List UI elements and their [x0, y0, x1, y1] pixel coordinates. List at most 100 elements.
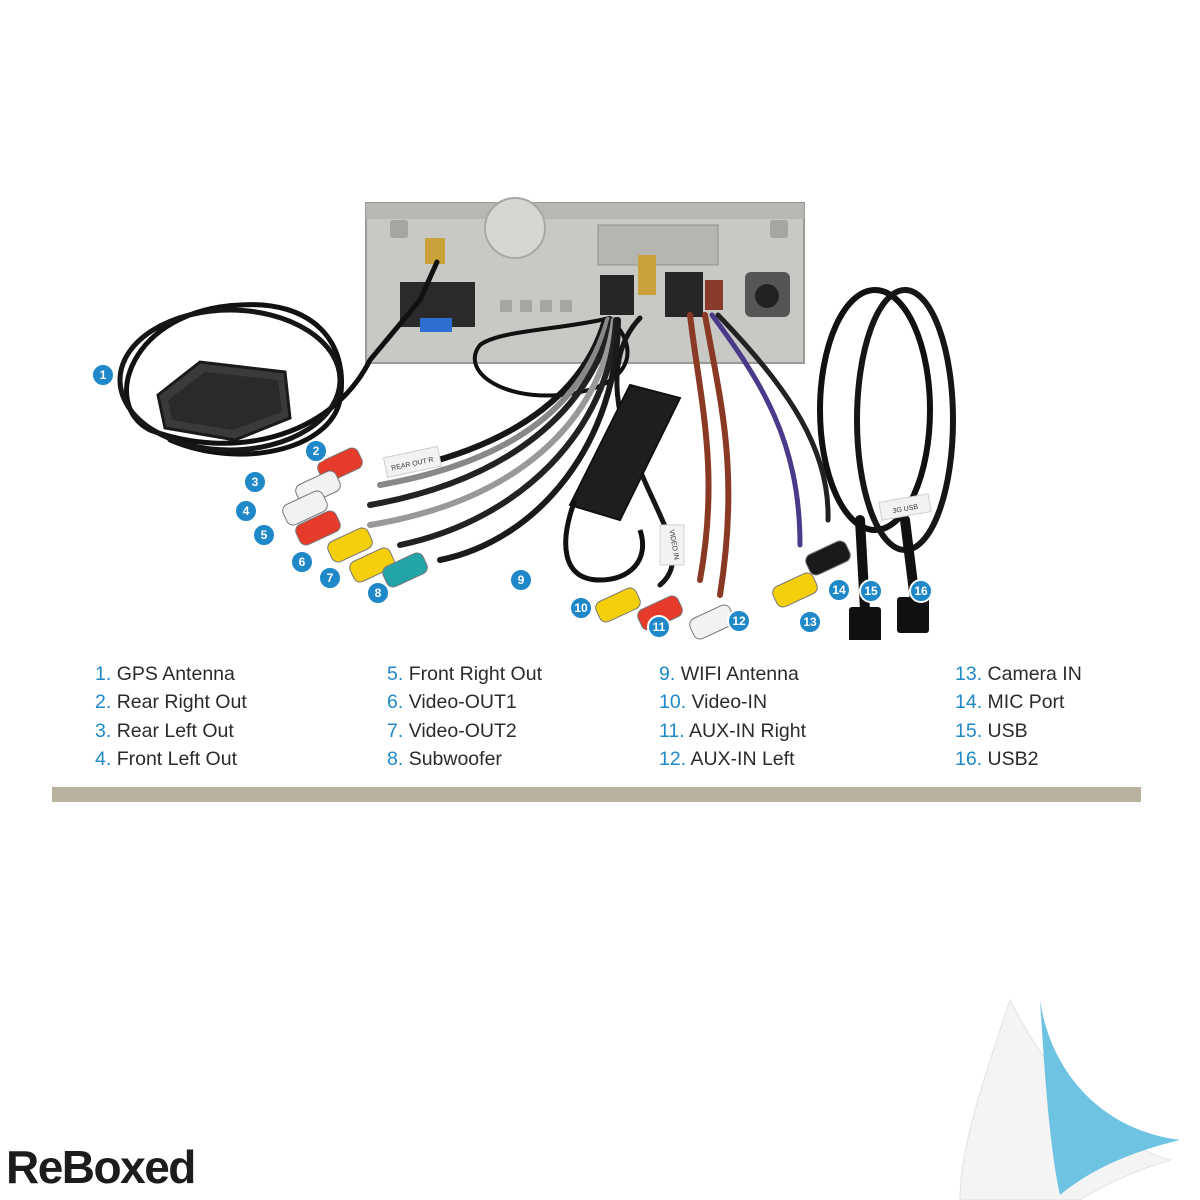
callout-badge-circle — [509, 568, 533, 592]
legend-item-number: 6. — [387, 691, 404, 714]
legend-item-label: GPS Antenna — [116, 663, 235, 685]
rca-plug — [295, 510, 341, 546]
callout-badge-number: 7 — [327, 571, 334, 585]
callout-badge-circle — [647, 615, 671, 639]
legend-item-number: 8. — [387, 747, 404, 770]
legend-item-label: AUX-IN Right — [689, 719, 807, 742]
legend-item: 14. MIC Port — [955, 688, 1082, 716]
callout-badge-number: 13 — [803, 615, 817, 629]
legend-item-number: 7. — [387, 719, 404, 742]
legend-item-number: 9. — [659, 663, 676, 685]
legend-item: 7. Video-OUT2 — [387, 717, 542, 745]
legend-item-label: AUX-IN Left — [690, 747, 795, 770]
head-unit-chassis — [365, 197, 805, 364]
reboxed-logo: ReBoxed — [6, 1141, 196, 1193]
callout-badge-circle — [859, 579, 883, 603]
callout-badge-6: 6 — [290, 550, 314, 574]
usb-plug — [897, 597, 929, 633]
legend-item: 3. Rear Left Out — [95, 717, 247, 745]
rca-plug — [327, 527, 373, 563]
callout-badge-15: 15 — [859, 579, 883, 603]
legend-item: 6. Video-OUT1 — [387, 688, 542, 716]
legend-item-label: Camera IN — [987, 663, 1082, 685]
legend-item-label: Video-IN — [691, 691, 768, 714]
callout-badge-number: 14 — [832, 583, 846, 597]
callout-badge-number: 8 — [375, 586, 382, 600]
callout-badge-8: 8 — [366, 581, 390, 605]
legend-item: 11. AUX-IN Right — [659, 717, 806, 745]
callout-badge-9: 9 — [509, 568, 533, 592]
gps-antenna-puck — [156, 360, 292, 442]
callout-badge-number: 15 — [864, 584, 878, 598]
legend-item-number: 1. — [95, 663, 112, 685]
legend-item-number: 14. — [955, 691, 983, 714]
callout-badge-number: 4 — [243, 504, 250, 518]
legend-item-label: Front Left Out — [116, 747, 237, 770]
legend-item-label: Front Right Out — [408, 663, 542, 685]
legend-item-label: USB2 — [987, 747, 1039, 770]
callout-badge-circle — [827, 578, 851, 602]
legend-item: 5. Front Right Out — [387, 660, 542, 688]
rca-plug — [772, 572, 818, 608]
legend-item-number: 4. — [95, 747, 112, 770]
legend-item-label: MIC Port — [987, 691, 1065, 714]
legend-item-label: Subwoofer — [408, 747, 502, 770]
rca-plug — [595, 587, 641, 623]
legend-item-number: 15. — [955, 719, 983, 742]
callout-badge-circle — [366, 581, 390, 605]
callout-badge-circle — [727, 609, 751, 633]
callout-badge-12: 12 — [727, 609, 751, 633]
usb-plug — [849, 607, 881, 640]
legend-item-number: 16. — [955, 747, 983, 770]
callout-badge-circle — [304, 439, 328, 463]
rca-plugs — [282, 447, 929, 640]
rca-plug — [805, 540, 851, 576]
legend-item: 10. Video-IN — [659, 688, 806, 716]
legend-item-number: 2. — [95, 691, 112, 714]
cable-tag-usb: 3G USB — [892, 504, 919, 515]
rca-plug — [382, 552, 428, 588]
callout-badge-number: 12 — [732, 614, 746, 628]
legend-item: 15. USB — [955, 717, 1082, 745]
callout-badge-number: 1 — [100, 368, 107, 382]
callout-badge-1: 1 — [91, 363, 115, 387]
legend-item: 13. Camera IN — [955, 660, 1082, 688]
callout-badge-16: 16 — [909, 579, 933, 603]
callout-badge-3: 3 — [243, 470, 267, 494]
legend-item-number: 5. — [387, 663, 404, 685]
legend-item: 2. Rear Right Out — [95, 688, 247, 716]
legend-item-number: 10. — [659, 691, 687, 714]
legend-item-number: 3. — [95, 719, 112, 742]
callout-badge-circle — [909, 579, 933, 603]
legend-item: 12. AUX-IN Left — [659, 745, 806, 773]
callout-badge-number: 9 — [518, 573, 525, 587]
callout-badge-number: 6 — [299, 555, 306, 569]
callout-badge-10: 10 — [569, 596, 593, 620]
callout-badge-number: 16 — [914, 584, 928, 598]
callout-badge-number: 5 — [261, 528, 268, 542]
legend-item-label: USB — [987, 719, 1028, 742]
callout-badge-circle — [318, 566, 342, 590]
legend-item-number: 11. — [659, 719, 685, 742]
callout-badge-circle — [91, 363, 115, 387]
callout-badge-circle — [252, 523, 276, 547]
legend-item: 8. Subwoofer — [387, 745, 542, 773]
legend-divider — [52, 787, 1141, 802]
callout-badge-circle — [243, 470, 267, 494]
legend-item-number: 13. — [955, 663, 983, 685]
legend-item: 9. WIFI Antenna — [659, 660, 806, 688]
legend-item: 1. GPS Antenna — [95, 660, 247, 688]
callout-badge-13: 13 — [798, 610, 822, 634]
legend-item-label: Video-OUT2 — [408, 719, 517, 742]
callout-badge-number: 11 — [653, 620, 666, 634]
rca-plug — [282, 490, 328, 526]
legend-item-label: Rear Left Out — [116, 719, 234, 742]
cable-diagram: REAR OUT R VIDEO IN 3G USB 1234567891011… — [91, 197, 956, 640]
legend-item: 16. USB2 — [955, 745, 1082, 773]
callout-badge-7: 7 — [318, 566, 342, 590]
